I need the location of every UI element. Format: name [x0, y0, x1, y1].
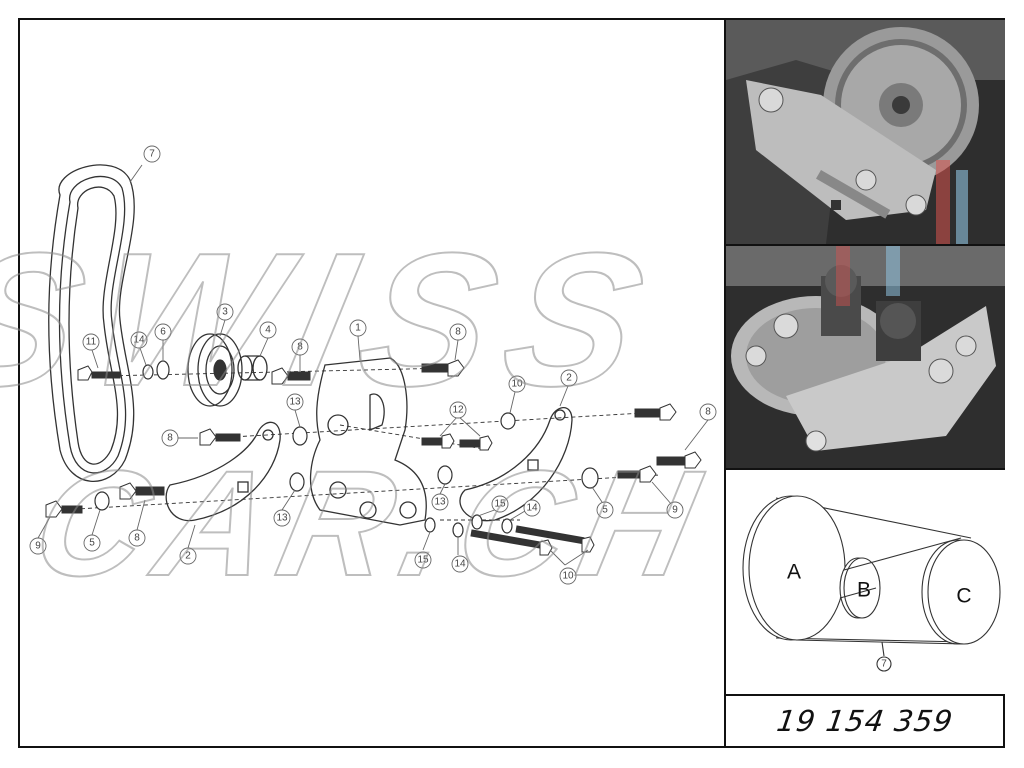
callout-13: 13: [276, 513, 288, 524]
callout-15: 15: [494, 499, 506, 510]
callout-14: 14: [133, 335, 145, 346]
nut-13: [437, 465, 453, 485]
right-bracket-arm: [459, 406, 573, 522]
callout-10: 10: [511, 379, 523, 390]
bolt-8-left: [199, 428, 241, 446]
bolt-8-right-mid: [634, 403, 677, 421]
belt-routing-diagram: A B C 7: [742, 495, 1001, 672]
bolt-9-left: [45, 500, 83, 518]
washer-6: [156, 360, 170, 380]
bolt-8-lower-left: [119, 482, 165, 500]
callout-8: 8: [297, 342, 303, 353]
part-number-box: 19 154 359: [726, 696, 1005, 746]
bolt-11: [77, 365, 121, 381]
callout-8: 8: [134, 533, 140, 544]
tensioner-pulley: [187, 333, 243, 407]
washer-14-b: [452, 522, 464, 538]
callout-10: 10: [562, 571, 574, 582]
bolt-12-b: [459, 435, 493, 451]
pulley-a-label: A: [787, 561, 801, 584]
callout-5: 5: [602, 505, 608, 516]
washer-13-b: [289, 472, 305, 492]
callout-13: 13: [434, 497, 446, 508]
washer-5-right: [581, 467, 599, 489]
callout-9: 9: [35, 541, 41, 552]
bolt-8-right-low: [656, 451, 702, 469]
belt-routing-panel: A B C 7: [726, 470, 1005, 696]
installation-photo-middle: [726, 246, 1005, 470]
callout-15: 15: [417, 555, 429, 566]
long-bolt-10-b: [515, 525, 595, 553]
callout-14: 14: [526, 503, 538, 514]
pulley-b-label: B: [857, 579, 871, 602]
washer-5-left: [94, 491, 110, 511]
belt-callout-7: 7: [881, 659, 887, 670]
callout-5: 5: [89, 538, 95, 549]
washer-14-left: [142, 364, 154, 380]
callout-3: 3: [222, 307, 228, 318]
bolt-8-right-top: [421, 359, 465, 377]
washer-15-a: [424, 517, 436, 533]
exploded-view-drawing: 7 1 3 4 6 14 11 8 8 10 2 8 12 13 8 13 13…: [29, 145, 717, 585]
installation-photo-top: [726, 20, 1005, 246]
callout-6: 6: [160, 327, 166, 338]
left-bracket-arm: [165, 421, 281, 522]
callout-12: 12: [452, 405, 464, 416]
washer-14-c: [501, 518, 513, 534]
bolt-9-right: [617, 465, 657, 483]
washer-13-a: [292, 426, 308, 446]
assembly-centerlines: [59, 367, 661, 521]
callout-1: 1: [355, 323, 361, 334]
long-bolt-10-a: [470, 529, 553, 556]
callout-8: 8: [455, 327, 461, 338]
part-number: 19 154 359: [775, 704, 956, 738]
bolt-8-upper: [271, 367, 311, 385]
drive-belt: [48, 164, 135, 483]
callout-14: 14: [454, 559, 466, 570]
callout-4: 4: [265, 325, 271, 336]
callout-2: 2: [185, 551, 191, 562]
nut-10: [500, 412, 516, 430]
pulley-c-label: C: [956, 585, 971, 608]
bolt-12-a: [421, 433, 455, 449]
callout-13: 13: [289, 397, 301, 408]
callout-8: 8: [705, 407, 711, 418]
washer-15-b: [471, 514, 483, 530]
drawing-sheet: 7 1 3 4 6 14 11 8 8 10 2 8 12 13 8 13 13…: [18, 18, 1005, 748]
main-bracket: [309, 357, 427, 526]
callout-9: 9: [672, 505, 678, 516]
callout-7: 7: [149, 149, 155, 160]
callout-8: 8: [167, 433, 173, 444]
callout-11: 11: [86, 337, 97, 348]
callout-2: 2: [566, 373, 572, 384]
exploded-view-panel: 7 1 3 4 6 14 11 8 8 10 2 8 12 13 8 13 13…: [20, 20, 726, 746]
